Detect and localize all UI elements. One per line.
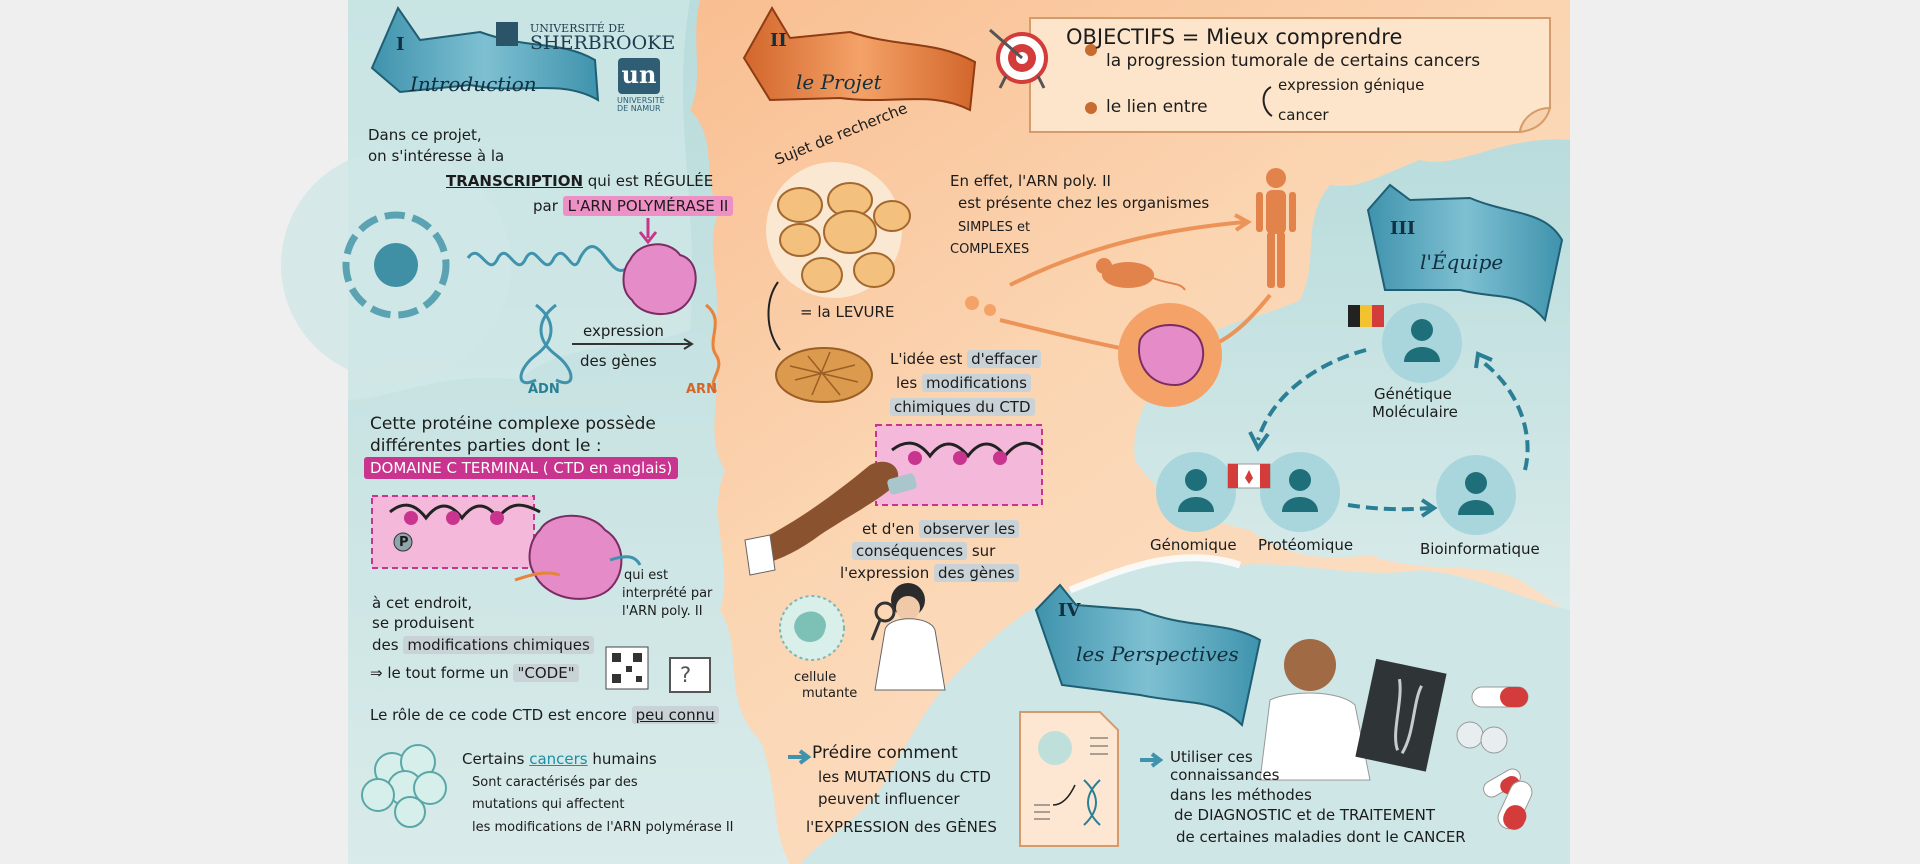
genetique-label-1: Génétique bbox=[1374, 385, 1452, 403]
cancers-line-3: mutations qui affectent bbox=[472, 797, 625, 812]
perspectives-line-3: dans les méthodes bbox=[1170, 786, 1312, 804]
section-numeral-projet: II bbox=[770, 30, 787, 51]
proteine-line-2: différentes parties dont le : bbox=[370, 436, 602, 456]
predire-line-2: les MUTATIONS du CTD bbox=[818, 768, 991, 786]
qui-est-line-1: qui est bbox=[624, 568, 669, 583]
section-title-projet: le Projet bbox=[796, 70, 882, 94]
perspectives-line-1: Utiliser ces bbox=[1170, 748, 1253, 766]
proteine-line-1: Cette protéine complexe possède bbox=[370, 414, 656, 434]
arn-label: ARN bbox=[686, 382, 717, 397]
effet-line-1: En effet, l'ARN poly. II bbox=[950, 172, 1111, 190]
endroit-line-1: à cet endroit, bbox=[372, 594, 473, 612]
arn-polymerase-highlight: L'ARN POLYMÉRASE II bbox=[562, 196, 734, 216]
section-numeral-intro: I bbox=[396, 34, 405, 55]
intro-transcription-line: TRANSCRIPTION qui est RÉGULÉE bbox=[446, 172, 714, 190]
domaine-c-terminal-banner: DOMAINE C TERMINAL ( CTD en anglais) bbox=[364, 457, 679, 479]
intro-polymerase-line: par L'ARN POLYMÉRASE II bbox=[533, 196, 734, 216]
adn-label: ADN bbox=[528, 382, 560, 397]
predire-line-1: Prédire comment bbox=[812, 743, 958, 763]
section-numeral-equipe: III bbox=[1390, 218, 1416, 239]
qui-est-line-2: interprété par bbox=[622, 586, 713, 601]
objectifs-title: OBJECTIFS = Mieux comprendre bbox=[1066, 25, 1403, 49]
des-genes-label: des gènes bbox=[580, 352, 657, 370]
proteomique-label: Protéomique bbox=[1258, 536, 1354, 554]
section-title-perspectives: les Perspectives bbox=[1076, 642, 1239, 666]
effet-line-3: SIMPLES et bbox=[958, 220, 1031, 235]
effet-line-4: COMPLEXES bbox=[950, 242, 1030, 257]
expression-label: expression bbox=[583, 322, 664, 340]
section-numeral-perspectives: IV bbox=[1058, 600, 1081, 621]
endroit-line-2: se produisent bbox=[372, 614, 474, 632]
endroit-line-3: des modifications chimiques bbox=[372, 636, 594, 655]
cancers-line-1: Certains cancers humains bbox=[462, 750, 657, 768]
section-title-equipe: l'Équipe bbox=[1420, 250, 1504, 274]
effet-line-2: est présente chez les organismes bbox=[958, 194, 1210, 212]
observer-line-3: l'expression des gènes bbox=[840, 564, 1019, 583]
objectif-lien-b: cancer bbox=[1278, 106, 1329, 124]
cancers-line-2: Sont caractérisés par des bbox=[472, 775, 638, 790]
observer-line-2: conséquences sur bbox=[852, 542, 995, 561]
intro-line-1: Dans ce projet, bbox=[368, 126, 482, 144]
perspectives-line-2: connaissances bbox=[1170, 766, 1280, 784]
qui-est-line-3: l'ARN poly. II bbox=[622, 604, 703, 619]
perspectives-line-5: de certaines maladies dont le CANCER bbox=[1176, 828, 1466, 846]
phosphate-marker: P bbox=[399, 535, 409, 550]
question-mark-icon: ? bbox=[680, 663, 692, 687]
observer-line-1: et d'en observer les bbox=[862, 520, 1020, 539]
genetique-label-2: Moléculaire bbox=[1372, 403, 1458, 421]
code-line: ⇒ le tout forme un "CODE" bbox=[370, 664, 579, 683]
role-ctd-line: Le rôle de ce code CTD est encore peu co… bbox=[370, 706, 719, 725]
cellule-line-2: mutante bbox=[802, 686, 858, 701]
idee-line-1: L'idée est d'effacer bbox=[890, 350, 1042, 369]
section-title-intro: Introduction bbox=[410, 72, 537, 96]
perspectives-line-4: de DIAGNOSTIC et de TRAITEMENT bbox=[1174, 806, 1435, 824]
cellule-line-1: cellule bbox=[794, 670, 837, 685]
levure-label: = la LEVURE bbox=[800, 303, 895, 321]
sherbrooke-emblem-icon bbox=[496, 22, 518, 46]
objectif-lien-a: expression génique bbox=[1278, 76, 1425, 94]
predire-line-3: peuvent influencer bbox=[818, 790, 960, 808]
intro-line-2: on s'intéresse à la bbox=[368, 147, 505, 165]
cancers-line-4: les modifications de l'ARN polymérase II bbox=[472, 820, 734, 835]
idee-line-2: les modifications bbox=[896, 374, 1031, 393]
bioinformatique-label: Bioinformatique bbox=[1420, 540, 1540, 558]
objectif-bullet-1: la progression tumorale de certains canc… bbox=[1106, 51, 1481, 71]
genomique-label: Génomique bbox=[1150, 536, 1237, 554]
predire-line-4: l'EXPRESSION des GÈNES bbox=[806, 818, 997, 836]
objectif-bullet-2: le lien entre bbox=[1106, 97, 1208, 117]
idee-line-3: chimiques du CTD bbox=[890, 398, 1035, 417]
